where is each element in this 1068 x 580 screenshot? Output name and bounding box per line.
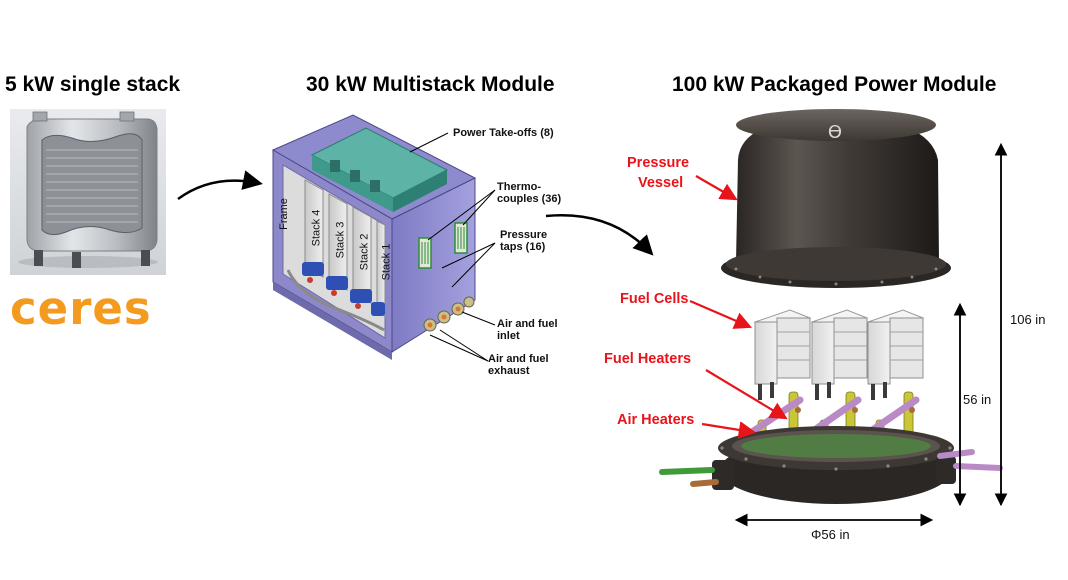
ceres-logo: ceres (10, 282, 152, 335)
label-fuel-cells: Fuel Cells (620, 291, 689, 307)
label-frame: Frame (277, 198, 290, 230)
label-thermocouples-1: Thermo- (497, 181, 541, 193)
title-multistack-module: 30 kW Multistack Module (306, 73, 555, 96)
label-stack-2: Stack 2 (358, 233, 371, 271)
label-air-heaters: Air Heaters (617, 412, 695, 428)
label-pressure-taps-1: Pressure (500, 229, 548, 241)
dim-diameter-56: Φ56 in (811, 527, 850, 542)
dim-height-56: 56 in (963, 392, 992, 407)
label-inlet-2: inlet (497, 330, 520, 342)
label-stack-4: Stack 4 (310, 209, 323, 247)
single-stack-photo (10, 109, 166, 275)
label-power-take-offs: Power Take-offs (8) (453, 127, 554, 139)
base-flange (659, 426, 1003, 504)
dimension-lines (734, 142, 1008, 527)
label-pressure-vessel-1: Pressure (627, 155, 690, 171)
flow-arrow-2 (545, 214, 654, 256)
label-pressure-taps-2: taps (16) (500, 241, 546, 253)
package-callout-arrows (689, 175, 788, 439)
label-inlet-1: Air and fuel (497, 318, 558, 330)
title-packaged-power-module: 100 kW Packaged Power Module (672, 73, 997, 96)
module-leaders (409, 132, 496, 362)
label-stack-3: Stack 3 (334, 221, 347, 259)
label-pressure-vessel-2: Vessel (638, 175, 684, 191)
dim-height-106: 106 in (1010, 312, 1046, 327)
label-exhaust-2: exhaust (488, 365, 530, 377)
flow-arrow-1 (177, 170, 263, 201)
label-fuel-heaters: Fuel Heaters (604, 351, 692, 367)
title-single-stack: 5 kW single stack (5, 73, 181, 96)
label-thermocouples-2: couples (36) (497, 193, 562, 205)
fuel-cell-array (753, 309, 925, 400)
multistack-module-illustration (271, 114, 477, 360)
label-exhaust-1: Air and fuel (488, 353, 549, 365)
pressure-vessel-dome (721, 109, 951, 288)
label-stack-1: Stack 1 (380, 243, 393, 281)
vessel-symbol: ϴ (828, 122, 842, 143)
